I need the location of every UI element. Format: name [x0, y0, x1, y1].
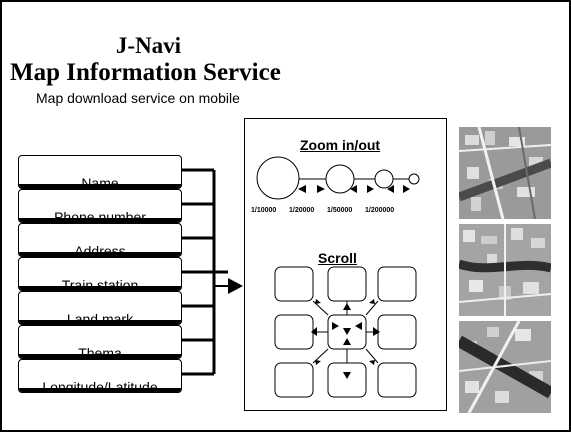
- item-shadow-bar: [19, 388, 181, 392]
- scroll-arrow-icon: [315, 360, 321, 365]
- scale-label: 1/50000: [327, 207, 353, 214]
- scroll-arrow-icon: [343, 328, 351, 335]
- scroll-arrow-icon: [343, 372, 351, 379]
- scroll-tile: [377, 362, 417, 398]
- menu-item-land-mark[interactable]: Land mark: [18, 291, 182, 325]
- scroll-title: Scroll: [318, 250, 357, 266]
- map-thumbnail-1: [459, 127, 551, 219]
- item-shadow-bar: [19, 252, 181, 256]
- zoom-title: Zoom in/out: [300, 137, 381, 153]
- scroll-arrow-icon: [343, 303, 351, 310]
- menu-item-address[interactable]: Address: [18, 223, 182, 257]
- scroll-tile: [327, 266, 367, 302]
- slide-title: J-Navi: [115, 33, 182, 58]
- item-shadow-bar: [19, 218, 181, 222]
- item-shadow-bar: [19, 286, 181, 290]
- zoom-in-arrow-icon: [298, 185, 306, 193]
- menu-item-train-station[interactable]: Train station: [18, 257, 182, 291]
- zoom-level-circle: [374, 169, 394, 189]
- scroll-arrow-icon: [343, 338, 351, 345]
- zoom-level-circle: [408, 173, 420, 185]
- map-thumbnail-2: [459, 224, 551, 316]
- scroll-tile: [274, 362, 314, 398]
- zoom-out-arrow-icon: [367, 185, 374, 193]
- zoom-in-arrow-icon: [387, 185, 394, 193]
- scroll-arrow-icon: [355, 322, 362, 330]
- scale-label: 1/10000: [251, 207, 277, 214]
- scroll-arrow-icon: [373, 327, 380, 336]
- item-shadow-bar: [19, 320, 181, 324]
- scroll-arrow-icon: [369, 299, 375, 304]
- scale-label: 1/200000: [365, 207, 395, 214]
- zoom-out-arrow-icon: [317, 185, 325, 193]
- scroll-arrow-icon: [332, 322, 339, 330]
- arrow-right-icon: [228, 278, 243, 294]
- slide-description: Map download service on mobile: [36, 90, 240, 106]
- scroll-arrow-icon: [315, 299, 321, 304]
- scroll-tile: [377, 266, 417, 302]
- map-thumbnail-3: [459, 321, 551, 413]
- scale-label: 1/20000: [289, 207, 315, 214]
- scroll-tile: [274, 314, 314, 350]
- menu-item-name[interactable]: Name: [18, 155, 182, 189]
- item-shadow-bar: [19, 354, 181, 358]
- zoom-level-circle: [325, 164, 355, 194]
- menu-item-phone-number[interactable]: Phone number: [18, 189, 182, 223]
- scroll-arrow-icon: [369, 360, 375, 365]
- menu-item-thema[interactable]: Thema: [18, 325, 182, 359]
- scroll-tile: [327, 362, 367, 398]
- zoom-level-circle: [256, 156, 300, 200]
- scroll-tile: [274, 266, 314, 302]
- slide-subtitle: Map Information Service: [10, 59, 281, 86]
- scroll-tile: [377, 314, 417, 350]
- zoom-out-arrow-icon: [403, 185, 410, 193]
- menu-item-longitude-latitude[interactable]: Longitude/Latitude: [18, 359, 182, 393]
- item-shadow-bar: [19, 184, 181, 188]
- zoom-in-arrow-icon: [350, 185, 357, 193]
- scroll-arrow-icon: [311, 327, 317, 336]
